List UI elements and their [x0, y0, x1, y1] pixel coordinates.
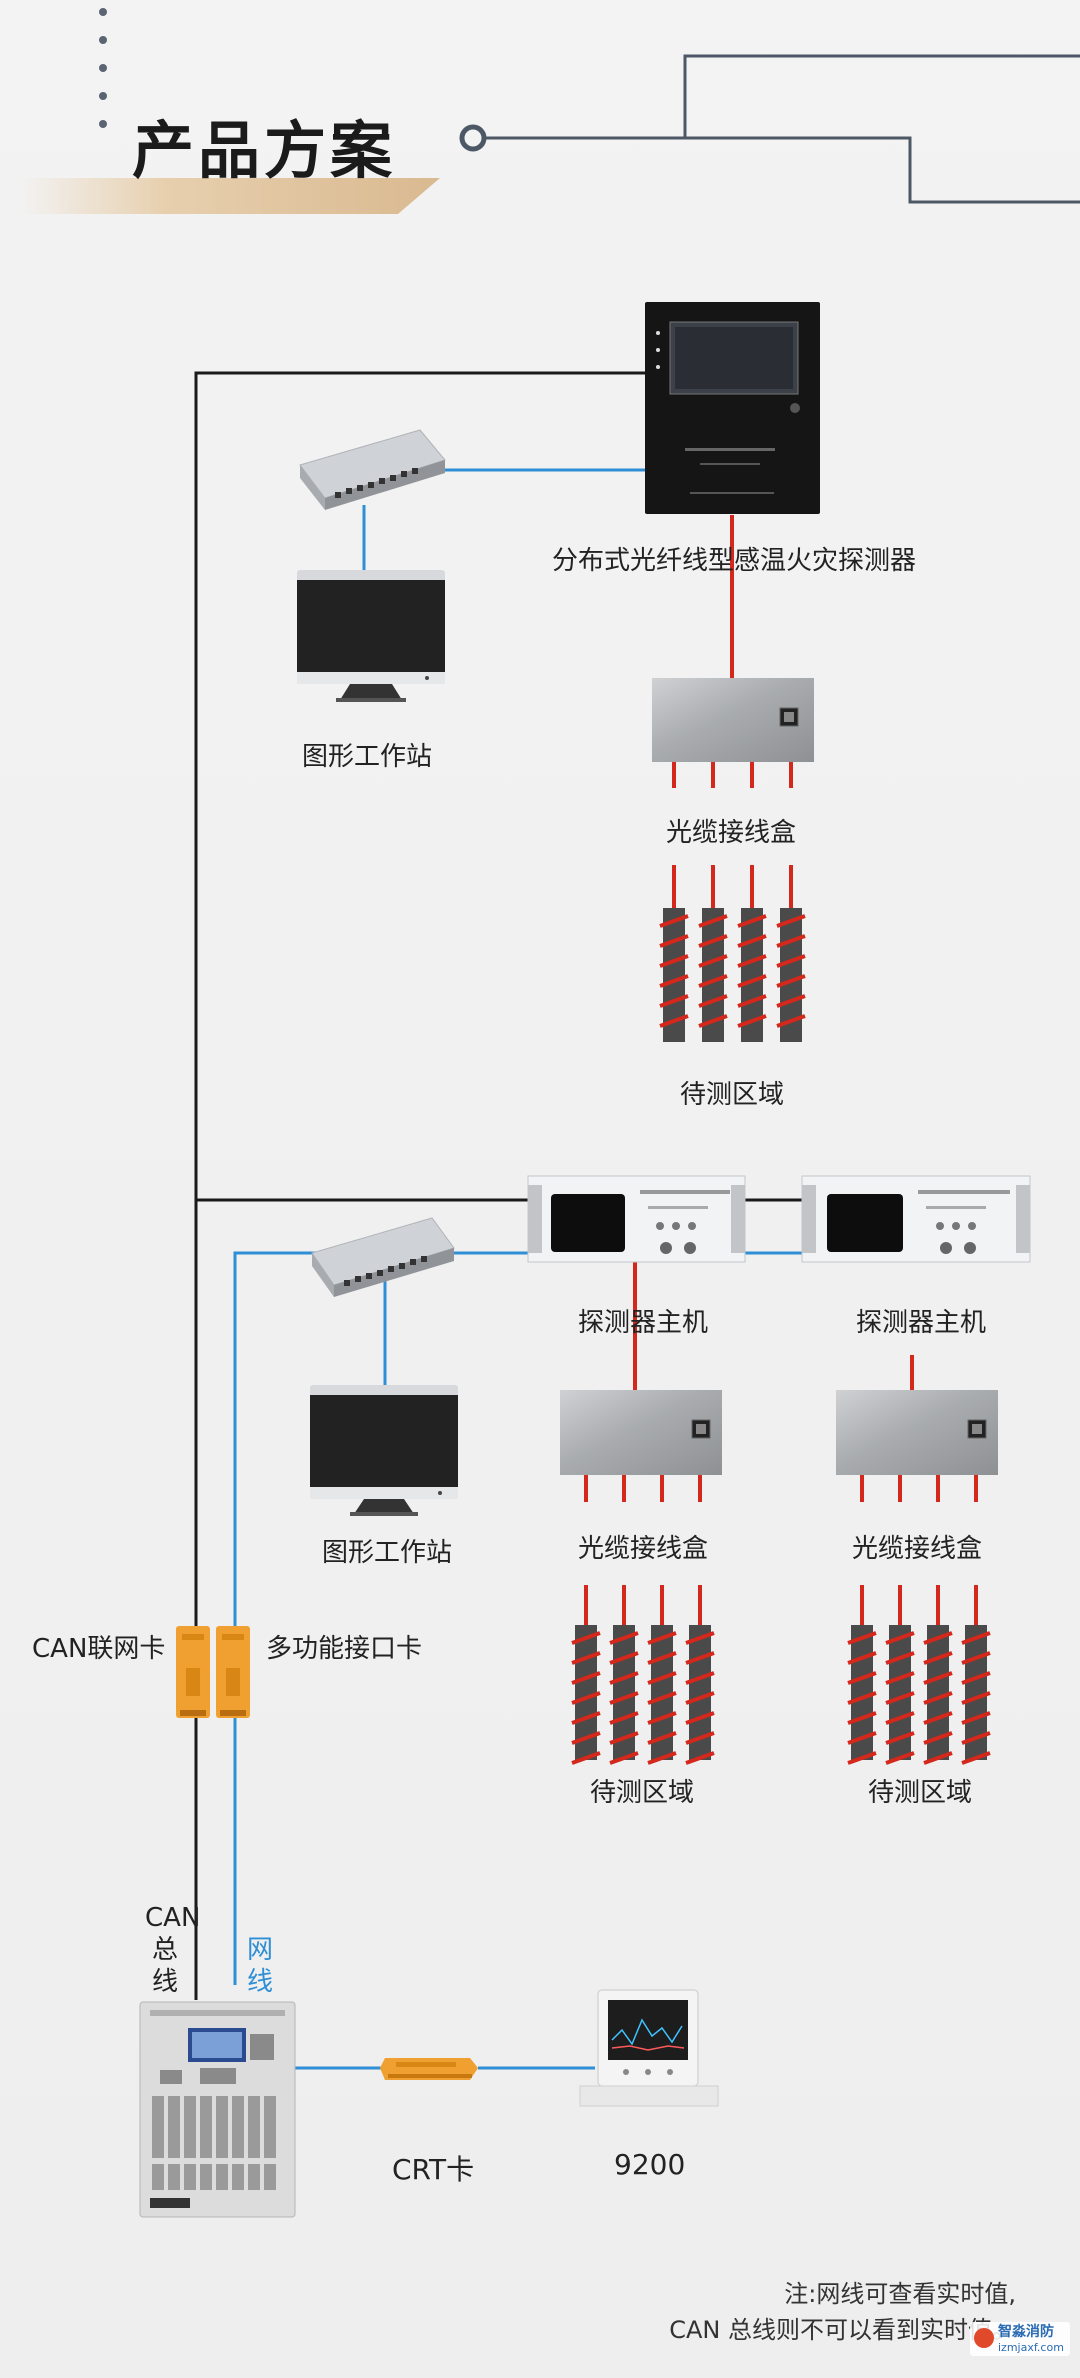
detection-zone-2	[847, 1585, 991, 1765]
fiber-coil	[609, 1631, 639, 1765]
label-can-bus-line1: CAN	[145, 1903, 201, 1933]
distributed-detector-panel	[645, 302, 820, 514]
label-workstation-top: 图形工作站	[302, 742, 433, 772]
label-zone-top: 待测区域	[680, 1080, 785, 1110]
label-net-line: 网 线	[240, 1934, 280, 1998]
label-multi-card: 多功能接口卡	[266, 1634, 423, 1664]
footnote-line2: CAN 总线则不可以看到实时值。	[669, 2316, 1016, 2344]
label-can-bus: CAN 总 线	[145, 1902, 201, 1998]
label-can-bus-line2: 总	[151, 1935, 178, 1965]
workstation-monitor-top	[297, 570, 445, 702]
junction-box-top	[652, 678, 814, 762]
label-9200: 9200	[614, 2148, 686, 2181]
label-can-bus-line3: 线	[151, 1967, 178, 1997]
crt-card	[380, 2058, 478, 2080]
fiber-lines	[584, 515, 978, 1502]
fiber-coil	[961, 1631, 991, 1765]
fiber-coil	[698, 914, 728, 1028]
watermark-url: izmjaxf.com	[998, 2341, 1064, 2354]
network-switch-top	[299, 429, 446, 510]
label-net-line1: 网	[246, 1935, 273, 1965]
can-bus-lines	[194, 371, 802, 2000]
network-switch-mid	[311, 1217, 455, 1297]
fiber-coil	[885, 1631, 915, 1765]
fiber-coil	[737, 914, 767, 1028]
detector-host-2	[801, 1175, 1031, 1263]
fiber-coil	[847, 1631, 877, 1765]
multi-function-card	[216, 1626, 250, 1718]
fiber-coil	[647, 1631, 677, 1765]
page-title: 产品方案	[132, 114, 397, 187]
detection-zone-1	[571, 1585, 715, 1765]
fiber-coil	[685, 1631, 715, 1765]
footnote-line1: 注:网线可查看实时值,	[784, 2280, 1016, 2308]
detection-zone-top	[659, 865, 806, 1042]
label-zone-1: 待测区域	[590, 1778, 695, 1808]
watermark-logo-icon	[974, 2328, 994, 2348]
title-underline	[20, 178, 440, 214]
terminal-9200	[579, 1989, 719, 2107]
label-detector-host-2: 探测器主机	[856, 1308, 987, 1338]
fiber-coil	[776, 914, 806, 1028]
label-workstation-mid: 图形工作站	[322, 1538, 453, 1568]
detector-host-1	[527, 1175, 746, 1263]
fire-alarm-controller	[139, 2001, 296, 2218]
label-junction-box-1: 光缆接线盒	[578, 1534, 709, 1564]
header-decoration	[99, 8, 1080, 204]
label-crt-card: CRT卡	[392, 2153, 475, 2186]
footnote: 注:网线可查看实时值, CAN 总线则不可以看到实时值。	[669, 2276, 1016, 2348]
fiber-coil	[923, 1631, 953, 1765]
label-junction-box-top: 光缆接线盒	[666, 818, 797, 848]
workstation-monitor-mid	[310, 1385, 458, 1516]
junction-box-2	[836, 1390, 998, 1475]
fiber-coil	[659, 914, 689, 1028]
label-junction-box-2: 光缆接线盒	[852, 1534, 983, 1564]
junction-box-1	[560, 1390, 722, 1475]
label-zone-2: 待测区域	[868, 1778, 973, 1808]
label-net-line2: 线	[246, 1967, 273, 1997]
fiber-coil	[571, 1631, 601, 1765]
network-lines	[233, 468, 802, 2070]
label-distributed-detector: 分布式光纤线型感温火灾探测器	[552, 546, 917, 576]
can-network-card	[176, 1626, 210, 1718]
watermark-name: 智淼消防	[998, 2324, 1054, 2340]
watermark: 智淼消防 izmjaxf.com	[970, 2322, 1070, 2356]
label-detector-host-1: 探测器主机	[578, 1308, 709, 1338]
label-can-card: CAN联网卡	[32, 1634, 166, 1664]
